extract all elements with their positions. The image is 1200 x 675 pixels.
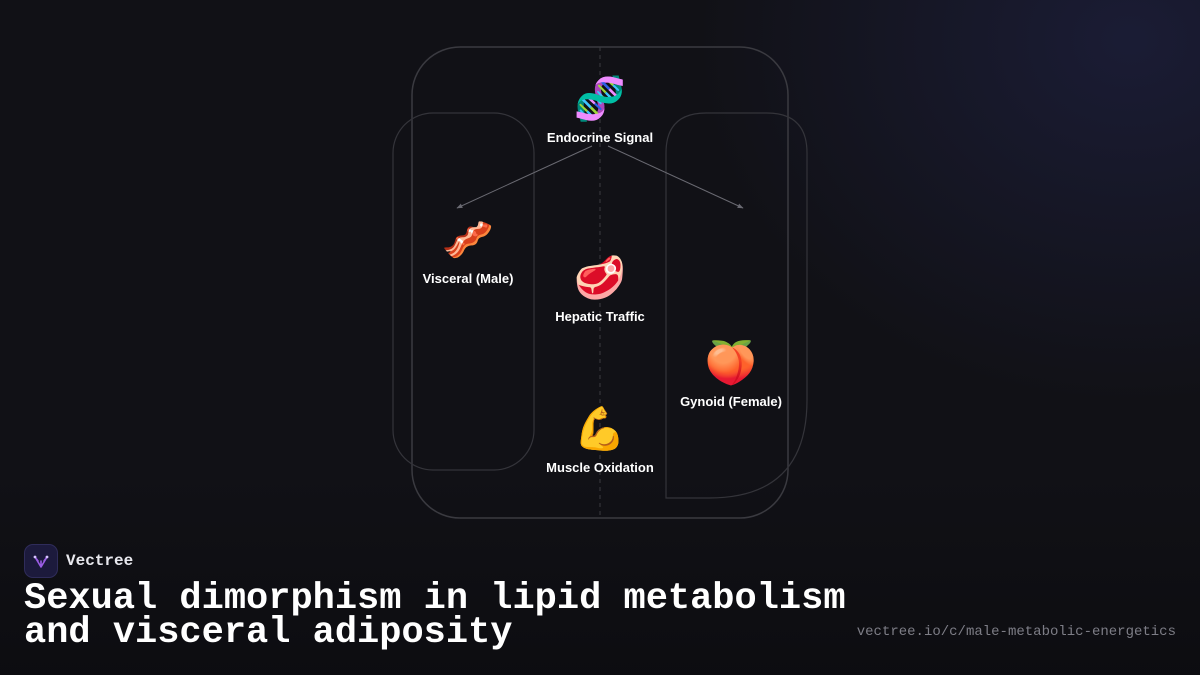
- node-endocrine-signal: 🧬 Endocrine Signal: [510, 74, 690, 145]
- node-hepatic-traffic: 🥩 Hepatic Traffic: [510, 253, 690, 324]
- vectree-tree-logo-icon: [24, 544, 58, 578]
- node-label: Hepatic Traffic: [555, 309, 645, 324]
- node-label: Gynoid (Female): [680, 394, 782, 409]
- bacon-icon: 🥓: [441, 215, 495, 264]
- edge-endocrine-to-gynoid: [607, 145, 744, 209]
- edge-endocrine-to-visceral: [456, 145, 593, 209]
- node-visceral-male: 🥓 Visceral (Male): [378, 215, 558, 286]
- diagram-canvas: [392, 46, 808, 519]
- brand[interactable]: Vectree: [24, 544, 133, 578]
- metabolism-diagram: 🧬 Endocrine Signal 🥓 Visceral (Male) 🥩 H…: [378, 46, 821, 519]
- brand-name: Vectree: [66, 552, 134, 570]
- meat-icon: 🥩: [573, 253, 627, 302]
- node-label: Muscle Oxidation: [546, 460, 654, 475]
- page-title: Sexual dimorphism in lipid metabolism an…: [24, 578, 846, 654]
- peach-icon: 🍑: [704, 338, 758, 387]
- node-muscle-oxidation: 💪 Muscle Oxidation: [510, 404, 690, 475]
- source-url[interactable]: vectree.io/c/male-metabolic-energetics: [856, 624, 1176, 640]
- node-gynoid-female: 🍑 Gynoid (Female): [641, 338, 821, 409]
- dna-icon: 🧬: [573, 74, 627, 123]
- flexed-biceps-icon: 💪: [573, 404, 627, 453]
- node-label: Visceral (Male): [422, 271, 514, 286]
- left-compartment-outline: [392, 112, 535, 471]
- right-compartment-outline: [665, 112, 808, 499]
- node-label: Endocrine Signal: [546, 130, 654, 145]
